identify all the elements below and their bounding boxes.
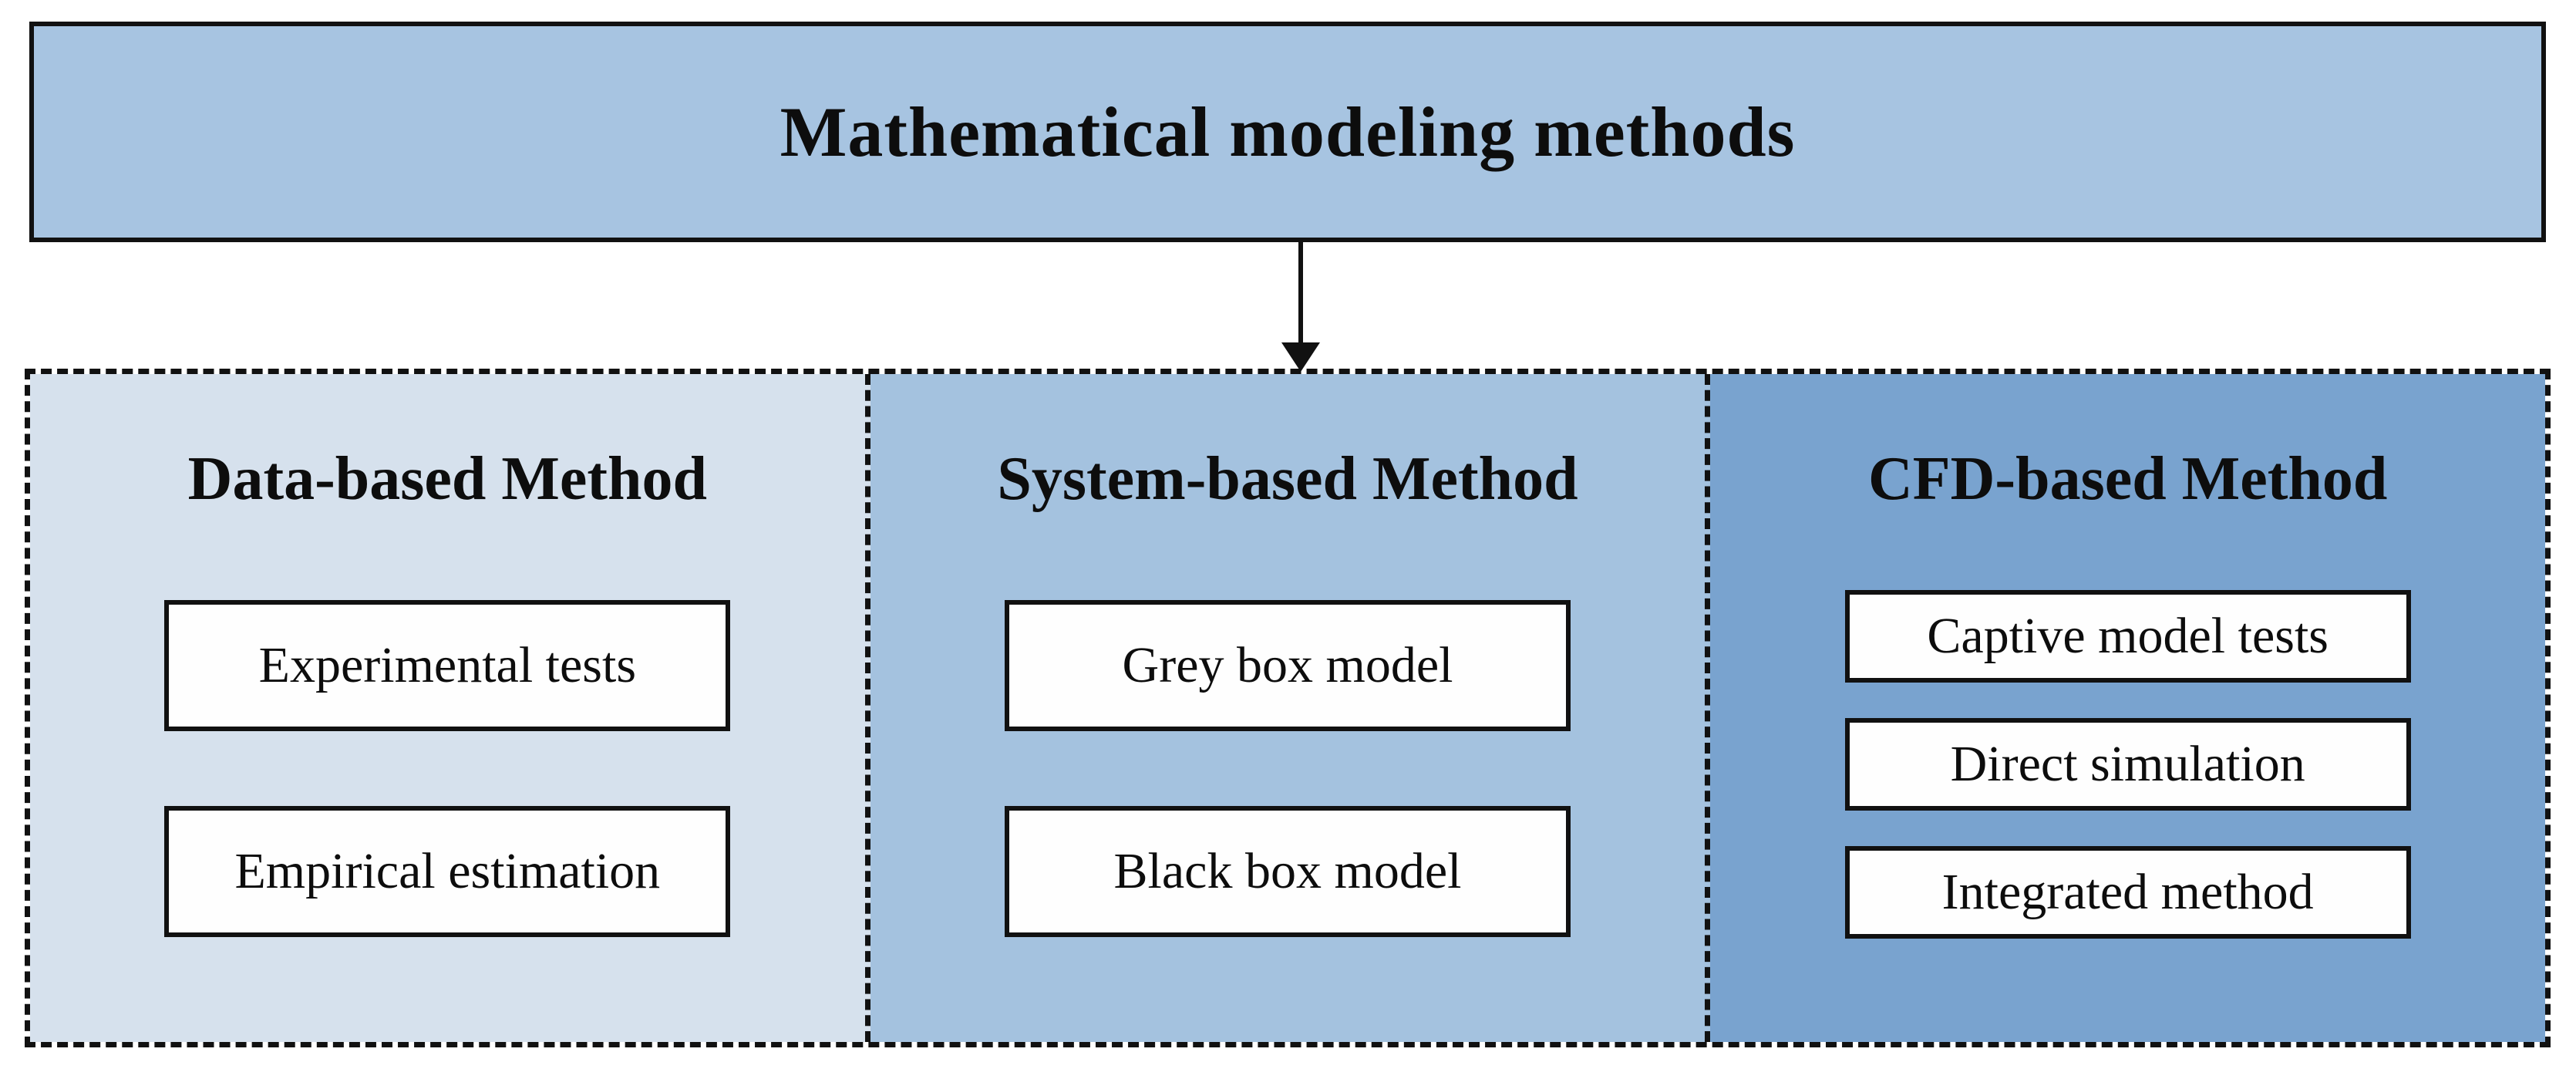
column-data-based-method: Data-based Method Experimental tests Emp… <box>30 374 870 1042</box>
item-label-grey-box-model: Grey box model <box>1122 637 1453 693</box>
item-label-direct-simulation: Direct simulation <box>1950 736 2305 792</box>
item-box-experimental-tests: Experimental tests <box>164 600 731 731</box>
item-box-empirical-estimation: Empirical estimation <box>164 806 731 937</box>
item-label-black-box-model: Black box model <box>1113 843 1462 899</box>
column-system-based-method: System-based Method Grey box model Black… <box>870 374 1711 1042</box>
item-box-captive-model-tests: Captive model tests <box>1844 590 2411 683</box>
root-node-mathematical-modeling-methods: Mathematical modeling methods <box>29 22 2546 242</box>
item-label-empirical-estimation: Empirical estimation <box>234 843 661 899</box>
item-label-integrated-method: Integrated method <box>1941 864 2314 920</box>
item-box-integrated-method: Integrated method <box>1844 846 2411 939</box>
root-node-label: Mathematical modeling methods <box>780 93 1796 171</box>
column-title-system-based: System-based Method <box>997 445 1578 513</box>
connector-arrow-line <box>1298 242 1303 347</box>
column-title-cfd-based: CFD-based Method <box>1868 445 2388 513</box>
column-title-data-based: Data-based Method <box>187 445 707 513</box>
methods-group-container: Data-based Method Experimental tests Emp… <box>25 369 2551 1047</box>
item-box-grey-box-model: Grey box model <box>1005 600 1571 731</box>
column-cfd-based-method: CFD-based Method Captive model tests Dir… <box>1710 374 2546 1042</box>
item-label-captive-model-tests: Captive model tests <box>1927 608 2329 664</box>
connector-arrowhead-icon <box>1281 342 1320 372</box>
item-box-direct-simulation: Direct simulation <box>1844 718 2411 811</box>
item-box-black-box-model: Black box model <box>1005 806 1571 937</box>
item-label-experimental-tests: Experimental tests <box>258 637 637 693</box>
